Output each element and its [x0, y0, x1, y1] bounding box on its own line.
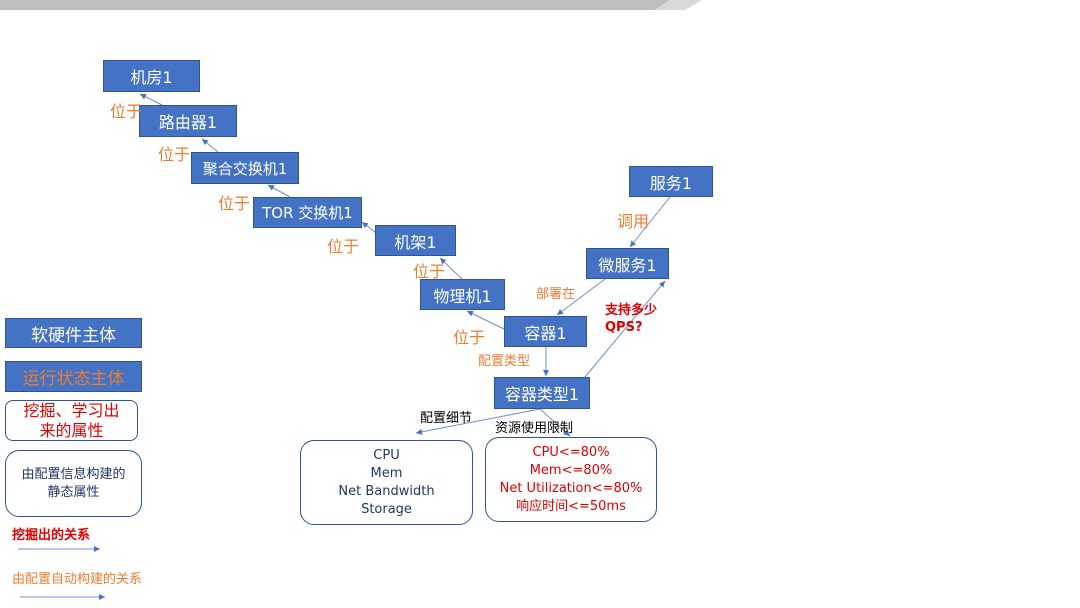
edge-micro-container [556, 278, 606, 316]
rel-label-located: 位于 [327, 237, 360, 256]
entity-jifang[interactable]: 机房1 [103, 60, 200, 92]
header-bar [0, 0, 670, 10]
edge-agg-router [201, 138, 219, 153]
edge-ctype-micro [584, 280, 666, 378]
rel-label-located: 位于 [453, 328, 486, 347]
legend-static-attr: 由配置信息构建的静态属性 [5, 450, 142, 517]
rel-label-located: 位于 [218, 194, 251, 213]
rel-label-located: 位于 [110, 102, 143, 121]
entity-container-type[interactable]: 容器类型1 [494, 377, 590, 409]
entity-rack[interactable]: 机架1 [375, 225, 456, 256]
edge-container-phys [466, 310, 507, 331]
legend-config-relation: 由配置自动构建的关系 [12, 572, 143, 587]
legend-hw-entity: 软硬件主体 [5, 318, 142, 348]
entity-microservice[interactable]: 微服务1 [586, 248, 669, 279]
entity-tor-switch[interactable]: TOR 交换机1 [253, 197, 362, 228]
entity-router[interactable]: 路由器1 [139, 105, 237, 137]
rel-label-deploy: 部署在 [536, 287, 576, 302]
entity-container[interactable]: 容器1 [504, 316, 587, 347]
rel-label-config-type: 配置类型 [478, 354, 531, 369]
rel-label-call: 调用 [617, 212, 650, 231]
rel-label-located: 位于 [413, 262, 446, 281]
entity-physical-machine[interactable]: 物理机1 [420, 279, 505, 310]
legend-mined-attr: 挖掘、学习出来的属性 [5, 400, 138, 441]
legend-mined-relation: 挖掘出的关系 [12, 528, 91, 543]
edge-ctype-limits [539, 408, 571, 437]
rel-label-resource-limit: 资源使用限制 [495, 421, 574, 436]
header-bar-accent [655, 0, 702, 10]
rel-label-config-detail: 配置细节 [420, 411, 473, 426]
edge-tor-agg [267, 184, 291, 198]
edge-ctype-static [415, 408, 541, 435]
legend-runtime-entity: 运行状态主体 [5, 361, 142, 392]
edge-router-jifang [139, 93, 163, 106]
edge-phys-rack [439, 257, 463, 280]
entity-service[interactable]: 服务1 [629, 166, 713, 197]
edge-service-micro [629, 196, 671, 248]
rel-label-located: 位于 [158, 145, 191, 164]
entity-agg-switch[interactable]: 聚合交换机1 [191, 152, 299, 184]
mined-attributes-box: CPU<=80%Mem<=80%Net Utilization<=80%响应时间… [485, 437, 657, 522]
